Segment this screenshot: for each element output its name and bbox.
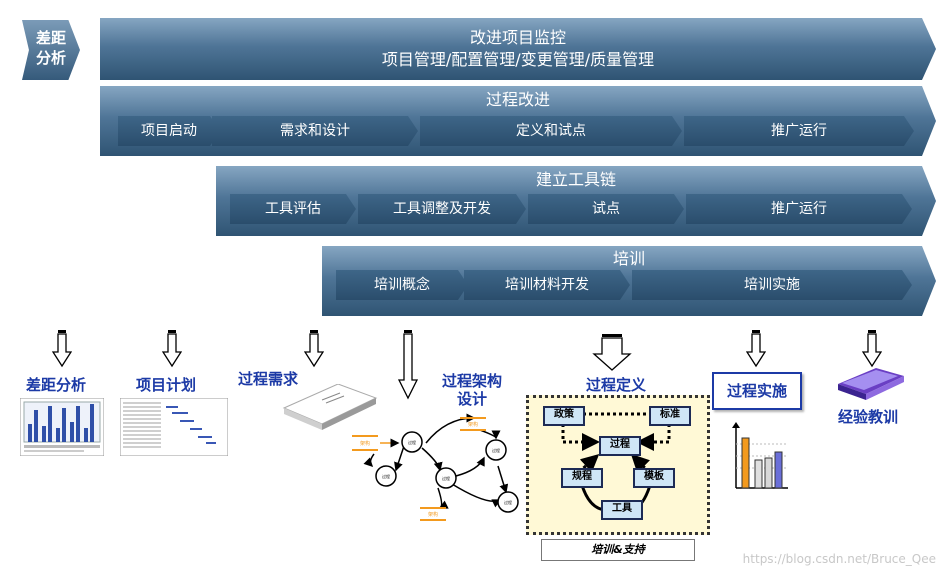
process-node: 过程: [599, 436, 641, 456]
long-down-arrow-icon: [398, 330, 418, 400]
template-node: 模板: [633, 468, 675, 488]
band4-segment-2: 培训材料开发: [464, 270, 630, 300]
band2-title: 过程改进: [485, 90, 550, 109]
band3-segment-3: 试点: [528, 194, 684, 224]
svg-text:过程: 过程: [408, 439, 416, 445]
band1-title-line2: 项目管理/配置管理/变更管理/质量管理: [381, 50, 655, 69]
gap-analysis-thumbnail: [19, 397, 105, 460]
label-process-architecture: 过程架构 设计: [442, 372, 502, 408]
process-architecture-network: 过程过程 过程过程 过程 架构 架构 架构: [348, 410, 526, 532]
label-process-requirements: 过程需求: [238, 370, 299, 388]
label-project-plan: 项目计划: [136, 376, 197, 394]
down-arrow-icon: [746, 330, 766, 368]
policy-node: 政策: [543, 406, 585, 426]
down-arrow-icon: [304, 330, 324, 368]
svg-text:架构: 架构: [468, 421, 478, 428]
band2-segment-3: 定义和试点: [420, 116, 682, 146]
svg-text:过程: 过程: [442, 475, 450, 481]
band2-segment-1: 项目启动: [118, 116, 220, 146]
band-process-improvement: 过程改进 项目启动 需求和设计 定义和试点 推广运行: [100, 86, 936, 156]
label-lessons-learned: 经验教训: [838, 408, 899, 426]
book-icon: [836, 362, 906, 406]
label-process-definition: 过程定义: [586, 376, 647, 394]
implementation-chart-icon: [730, 420, 790, 494]
svg-text:过程: 过程: [382, 473, 390, 479]
wide-down-arrow-icon: [592, 334, 632, 372]
watermark: https://blog.csdn.net/Bruce_Qee: [742, 552, 936, 566]
band3-title: 建立工具链: [535, 170, 616, 189]
band-tool-chain: 建立工具链 工具评估 工具调整及开发 试点 推广运行: [216, 166, 936, 236]
gap-analysis-tab: 差距 分析: [22, 20, 80, 80]
svg-text:架构: 架构: [360, 440, 370, 447]
label-process-architecture-line1: 过程架构: [442, 372, 503, 390]
procedure-node: 规程: [561, 468, 603, 488]
training-support-label: 培训&支持: [541, 539, 695, 561]
gap-tab-line2: 分析: [35, 49, 66, 67]
band4-segment-3: 培训实施: [632, 270, 912, 300]
document-stack-icon: [282, 383, 378, 436]
band4-segment-1: 培训概念: [336, 270, 468, 300]
gap-tab-line1: 差距: [35, 29, 66, 47]
down-arrow-icon: [52, 330, 72, 368]
label-gap-analysis: 差距分析: [26, 376, 87, 394]
band3-segment-1: 工具评估: [230, 194, 356, 224]
band2-segment-2: 需求和设计: [212, 116, 418, 146]
standard-node: 标准: [649, 406, 691, 426]
band-training: 培训 培训概念 培训材料开发 培训实施: [322, 246, 936, 316]
project-plan-thumbnail: [119, 397, 229, 460]
down-arrow-icon: [862, 330, 882, 368]
label-process-implementation: 过程实施: [712, 372, 802, 410]
label-process-architecture-line2: 设计: [457, 390, 488, 408]
band1-title-line1: 改进项目监控: [469, 28, 566, 47]
band2-segment-4: 推广运行: [684, 116, 914, 146]
svg-text:过程: 过程: [492, 447, 500, 453]
svg-text:架构: 架构: [428, 511, 438, 518]
band3-segment-2: 工具调整及开发: [358, 194, 526, 224]
process-definition-box: 政策 标准 过程 规程 模板 工具: [526, 395, 710, 535]
band4-title: 培训: [612, 249, 645, 268]
down-arrow-icon: [162, 330, 182, 368]
svg-text:过程: 过程: [504, 499, 512, 505]
band3-segment-4: 推广运行: [686, 194, 912, 224]
tool-node: 工具: [601, 500, 643, 520]
band-project-monitoring: 改进项目监控 项目管理/配置管理/变更管理/质量管理: [100, 18, 936, 80]
